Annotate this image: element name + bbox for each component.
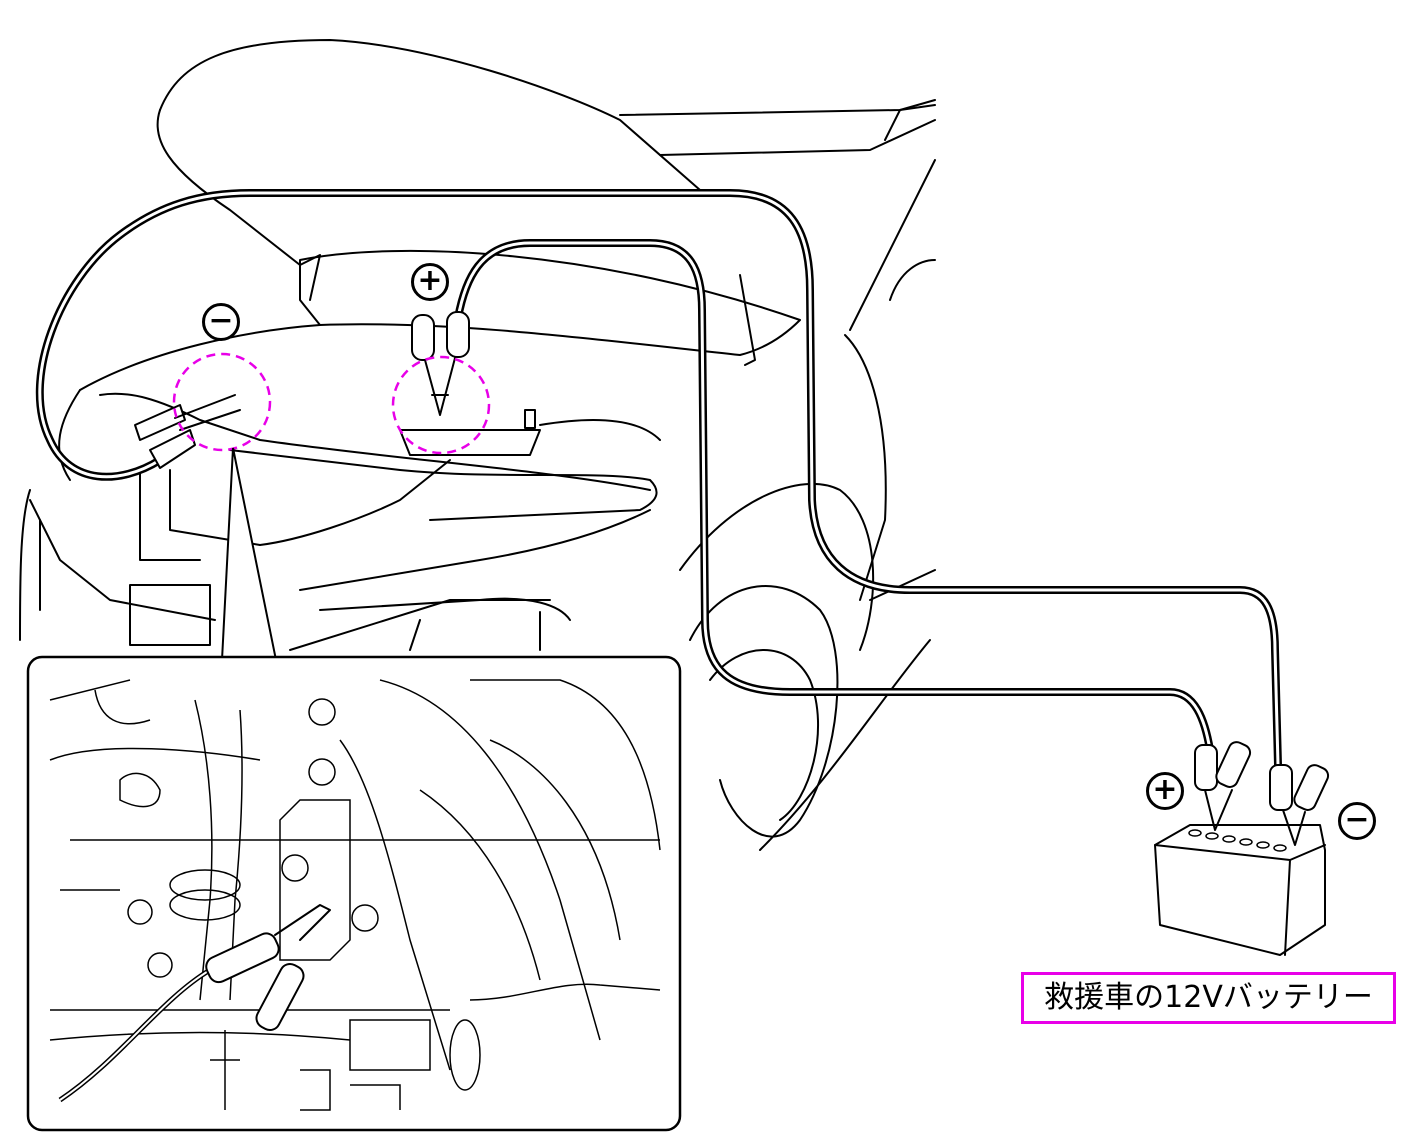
rescue-battery-label: 救援車の12Vバッテリー <box>1021 972 1396 1024</box>
positive-cable <box>454 239 1214 754</box>
negative-symbol-car: − <box>202 303 240 341</box>
negative-connection-highlight <box>172 352 272 452</box>
negative-symbol-battery: − <box>1338 802 1376 840</box>
callout-pointer <box>220 447 278 661</box>
rescue-battery <box>1154 741 1330 956</box>
car-outline <box>19 39 936 851</box>
negative-clamp-car <box>134 394 241 469</box>
negative-cable <box>35 189 1282 769</box>
inset-detail <box>26 655 682 1132</box>
positive-connection-highlight <box>391 355 491 455</box>
positive-clamp-car <box>411 311 470 416</box>
positive-symbol-car: + <box>411 263 449 301</box>
positive-symbol-battery: + <box>1146 772 1184 810</box>
battery-caps <box>1188 829 1287 852</box>
